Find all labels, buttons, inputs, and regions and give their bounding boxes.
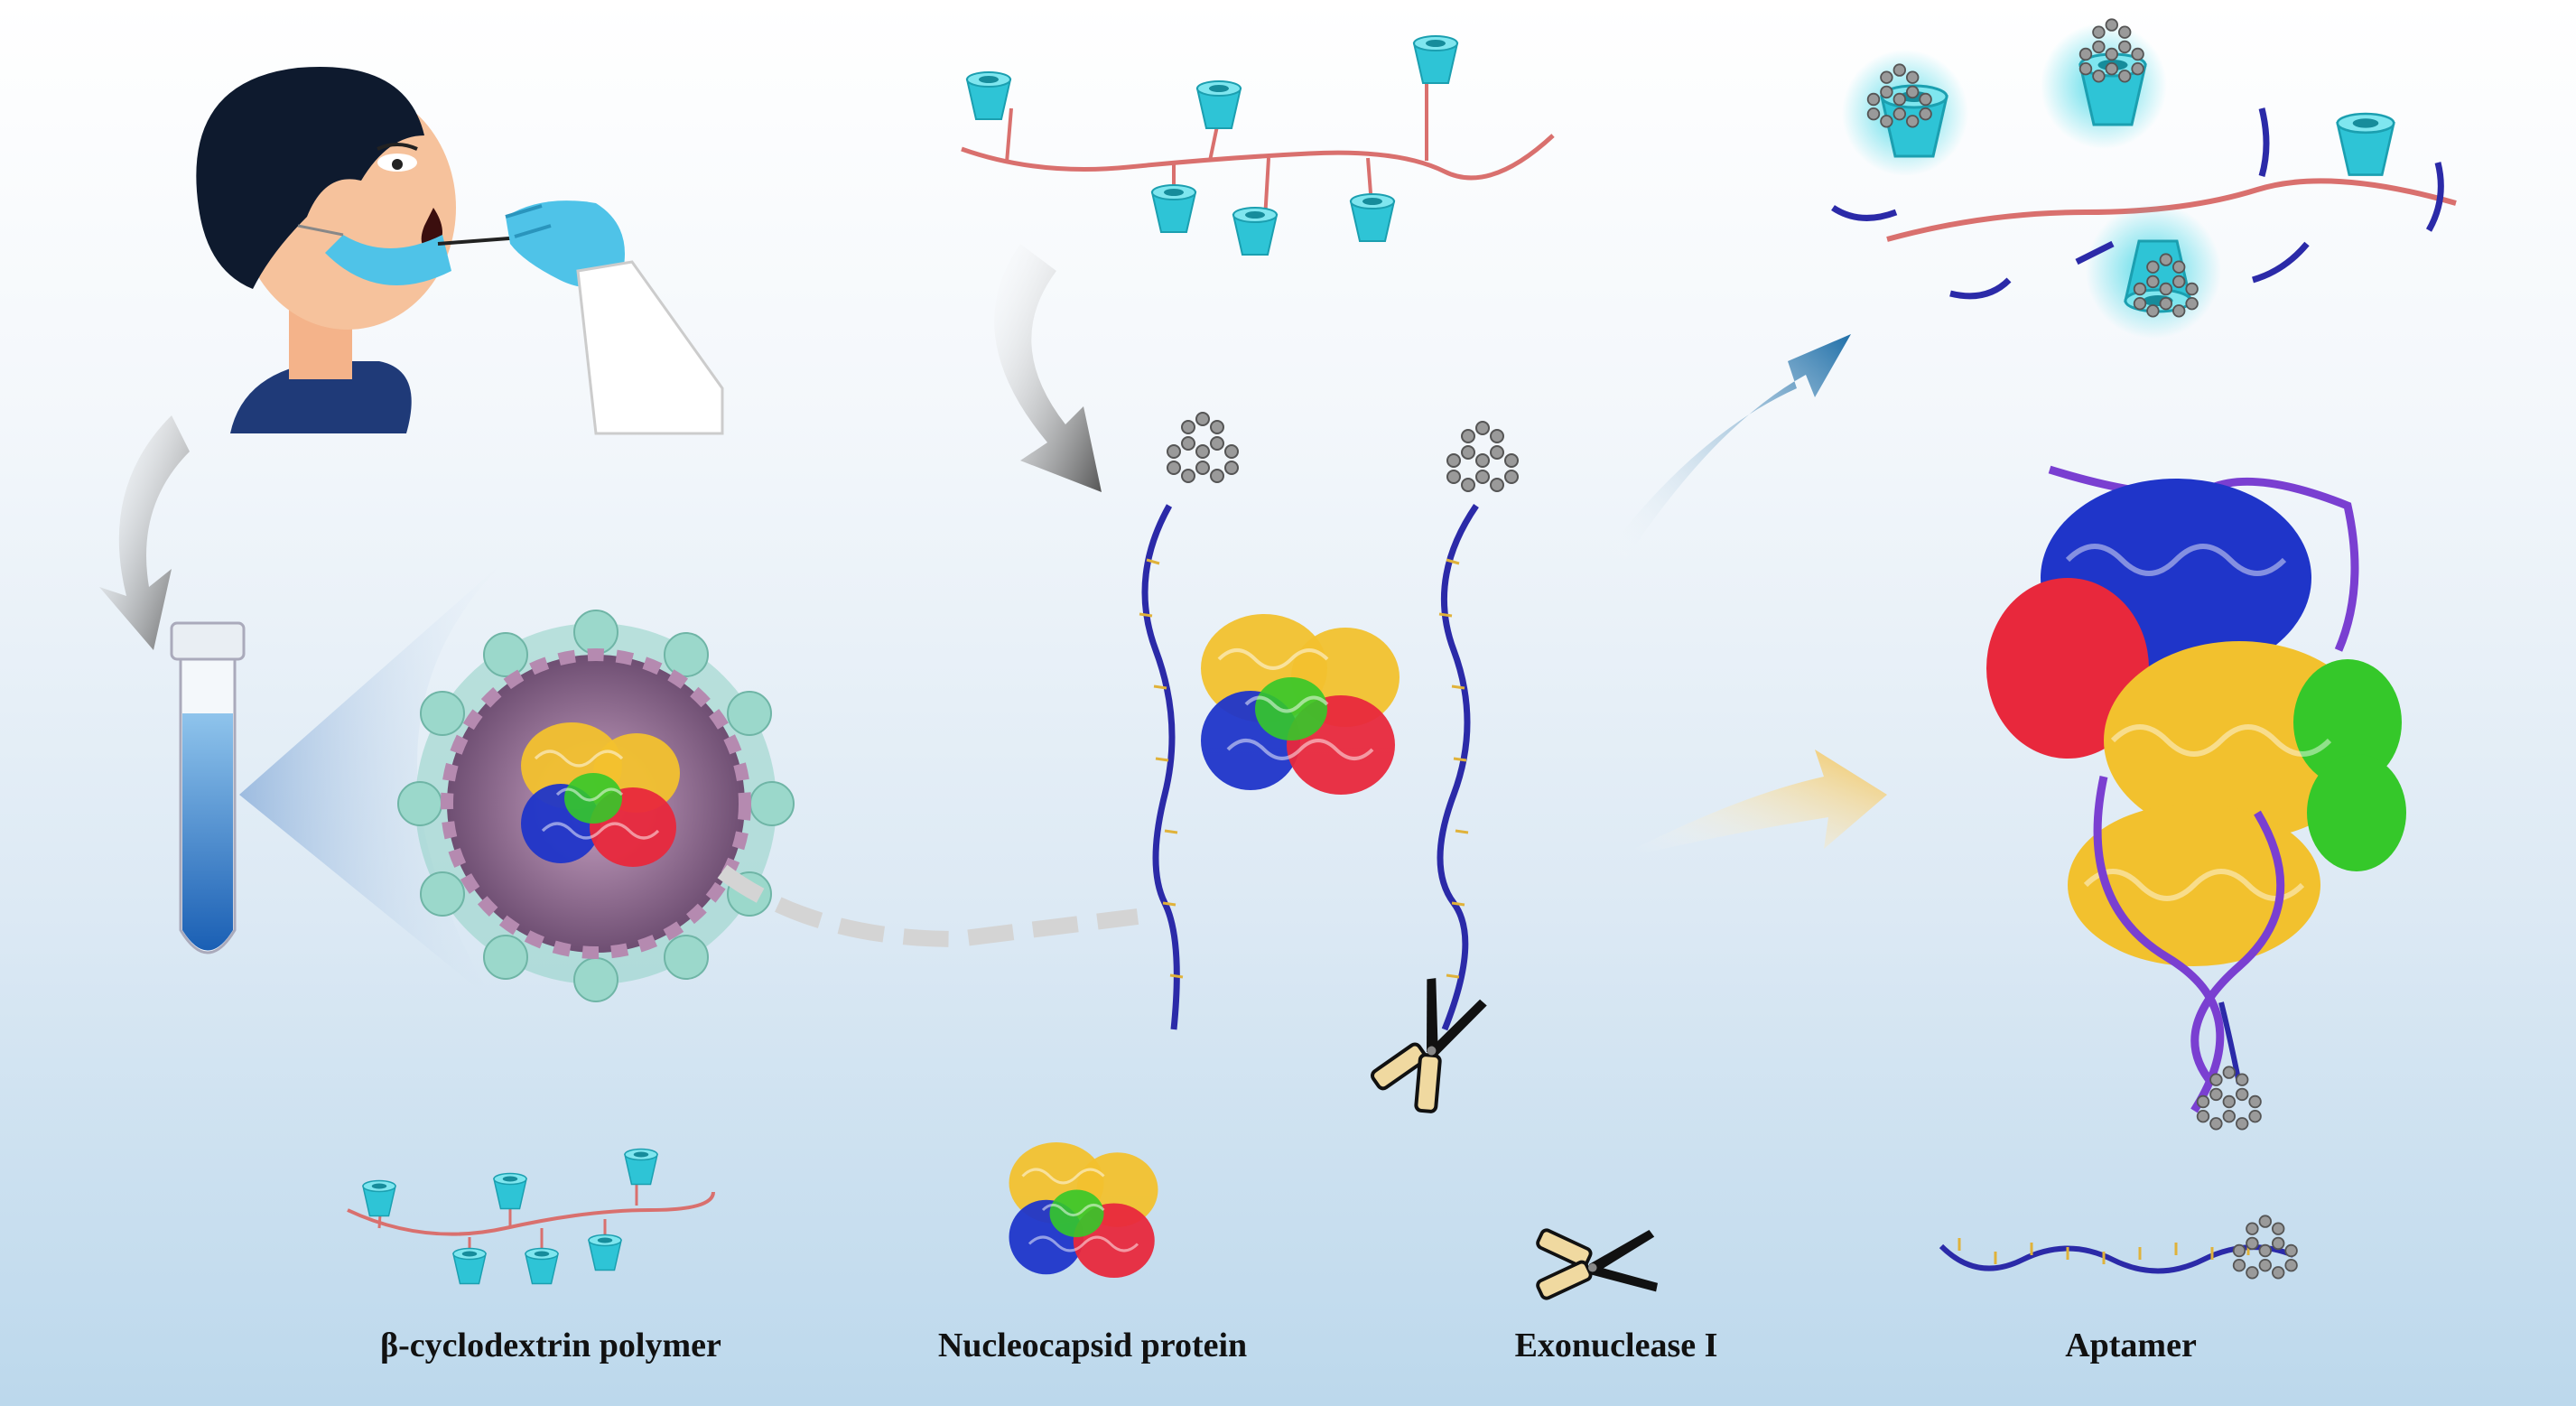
scissors-icon (1364, 968, 1498, 1122)
legend-label-nucleocapsid-protein: Nucleocapsid protein (937, 1327, 1248, 1364)
arrow-person-to-tube (99, 415, 190, 650)
person-swab-icon (196, 66, 724, 435)
fluorescent-polymer (1831, 18, 2457, 339)
legend-protein-icon (1008, 1141, 1159, 1280)
legend-label-bcd-polymer: β-cyclodextrin polymer (380, 1327, 721, 1364)
large-protein-complex (1986, 465, 2406, 1131)
arrow-polymer-to-aptamer (994, 244, 1102, 492)
legend-aptamer-icon (1939, 1215, 2298, 1280)
test-tube-icon (170, 621, 246, 954)
arrow-to-fluorescence (1607, 334, 1851, 560)
virus-to-protein-connector (717, 864, 1139, 948)
legend-scissors-icon (1534, 1226, 1660, 1302)
bcd-polymer-top (961, 35, 1555, 256)
arrow-to-complex (1634, 750, 1887, 853)
legend-label-exonuclease: Exonuclease I (1514, 1327, 1718, 1364)
legend-bcd-polymer-icon (347, 1148, 715, 1285)
aptamer-protein-complex (1139, 412, 1519, 1031)
legend-label-aptamer: Aptamer (2065, 1327, 2197, 1364)
